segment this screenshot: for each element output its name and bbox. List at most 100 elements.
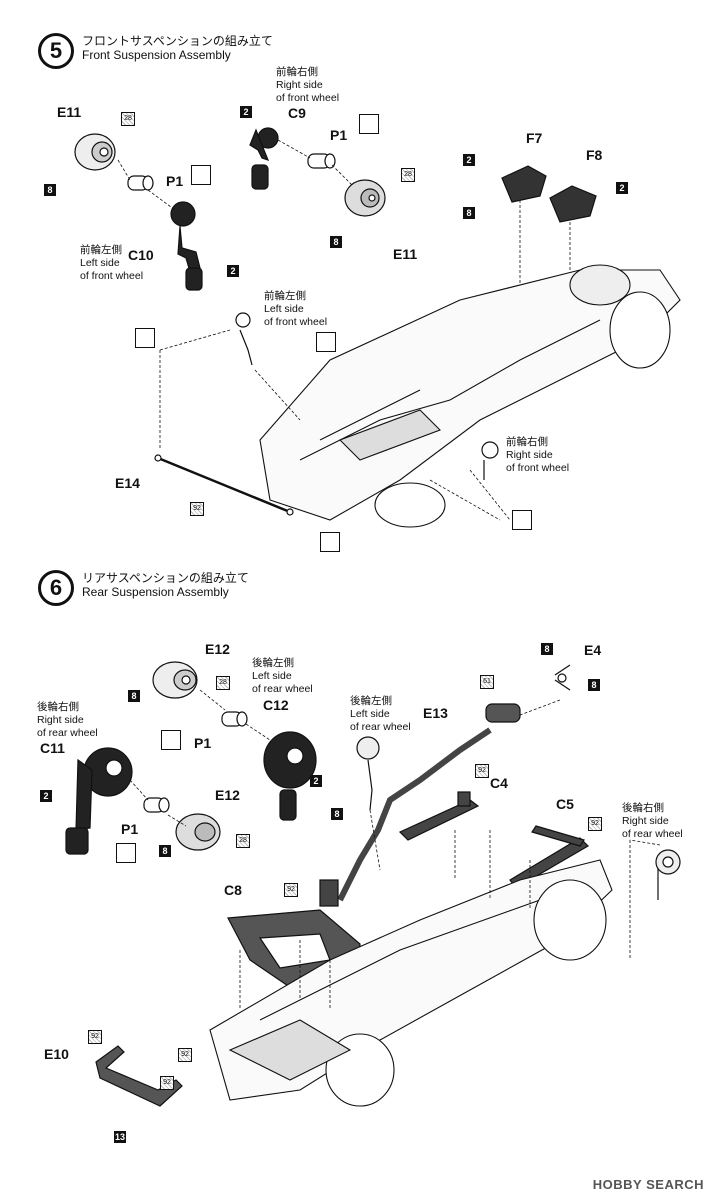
tag-92: 92	[190, 502, 204, 516]
tag-28: 28	[216, 676, 230, 690]
glue-warning-icon	[191, 165, 211, 185]
part-upright-right	[481, 441, 499, 480]
note-en2: of rear wheel	[252, 683, 313, 695]
label-e4: E4	[584, 642, 602, 658]
note-left-rear-chassis: 後輪左側 Left side of rear wheel	[350, 695, 411, 734]
step-5-number: 5	[38, 33, 74, 69]
glue-warning-icon	[135, 328, 155, 348]
note-en1: Left side	[80, 257, 120, 269]
glue-warning-icon	[512, 510, 532, 530]
chassis-front	[259, 264, 681, 528]
note-jp: 前輪右側	[506, 436, 548, 448]
part-upright-left	[235, 312, 253, 366]
glue-warning-icon	[116, 843, 136, 863]
tag-2: 2	[227, 265, 239, 277]
label-c5: C5	[556, 796, 574, 812]
note-en2: of rear wheel	[350, 721, 411, 733]
tag-92: 92	[588, 817, 602, 831]
glue-warning-icon	[316, 332, 336, 352]
note-en1: Right side	[37, 714, 84, 726]
part-e11-left	[74, 133, 116, 171]
glue-warning-icon	[359, 114, 379, 134]
part-upright-rear-left	[356, 736, 380, 811]
note-left-front-chassis: 前輪左側 Left side of front wheel	[264, 290, 327, 329]
tag-2: 2	[240, 106, 252, 118]
note-en2: of rear wheel	[622, 828, 683, 840]
note-jp: 後輪右側	[622, 802, 664, 814]
note-jp: 前輪右側	[276, 66, 318, 78]
note-left-rear-c12: 後輪左側 Left side of rear wheel	[252, 657, 313, 696]
part-e4	[554, 664, 571, 691]
tag-92: 92	[160, 1076, 174, 1090]
step-6-title-jp: リアサスペンションの組み立て	[82, 571, 249, 585]
label-e14: E14	[115, 475, 140, 491]
tag-28: 28	[121, 112, 135, 126]
tag-2: 2	[463, 154, 475, 166]
tag-2: 2	[310, 775, 322, 787]
tag-8: 8	[588, 679, 600, 691]
note-en2: of front wheel	[264, 316, 328, 328]
tag-92: 92	[88, 1030, 102, 1044]
label-p1-left: P1	[166, 173, 184, 189]
part-p1-left	[127, 175, 154, 191]
chassis-rear	[209, 859, 613, 1107]
glue-warning-icon	[320, 532, 340, 552]
part-c11	[65, 747, 133, 855]
note-en1: Left side	[264, 303, 304, 315]
note-en2: of rear wheel	[37, 727, 98, 739]
part-upright-rear-right	[655, 849, 681, 900]
part-p1-rear-b	[143, 797, 170, 813]
note-jp: 後輪左側	[350, 695, 392, 707]
label-c9: C9	[288, 105, 306, 121]
note-en1: Left side	[350, 708, 390, 720]
tag-61: 61	[480, 675, 494, 689]
tag-8: 8	[463, 207, 475, 219]
label-c11: C11	[40, 740, 65, 756]
watermark: HOBBY SEARCH	[592, 1177, 704, 1192]
tag-92: 92	[284, 883, 298, 897]
part-c9	[249, 127, 279, 190]
step-5-title-jp: フロントサスペンションの組み立て	[82, 34, 273, 48]
label-p1-rear-b: P1	[121, 821, 139, 837]
part-e13	[319, 703, 521, 907]
part-c10	[170, 201, 203, 291]
part-e14	[154, 454, 294, 516]
note-right-front-chassis: 前輪右側 Right side of front wheel	[506, 436, 569, 475]
glue-warning-icon	[161, 730, 181, 750]
label-c4: C4	[490, 775, 508, 791]
part-e12-mid	[175, 813, 221, 851]
step-6-number: 6	[38, 570, 74, 606]
tag-8: 8	[159, 845, 171, 857]
label-e11-right: E11	[393, 246, 418, 262]
note-jp: 後輪左側	[252, 657, 294, 669]
label-f7: F7	[526, 130, 543, 146]
tag-28: 28	[401, 168, 415, 182]
note-right-front-c9: 前輪右側 Right side of front wheel	[276, 66, 339, 105]
label-c10: C10	[128, 247, 154, 263]
step-5-title-en: Front Suspension Assembly	[82, 48, 231, 62]
label-e11-left: E11	[57, 104, 82, 120]
part-f7	[501, 165, 547, 203]
tag-28: 28	[236, 834, 250, 848]
note-en2: of front wheel	[80, 270, 144, 282]
note-en2: of front wheel	[506, 462, 570, 474]
note-en1: Left side	[252, 670, 292, 682]
note-left-front-c10: 前輪左側 Left side of front wheel	[80, 244, 143, 283]
part-p1-right	[307, 153, 336, 169]
label-f8: F8	[586, 147, 603, 163]
note-en2: of front wheel	[276, 92, 340, 104]
part-e12-top	[152, 661, 198, 699]
tag-92: 92	[475, 764, 489, 778]
tag-8: 8	[44, 184, 56, 196]
label-e12-top: E12	[205, 641, 230, 657]
label-e12-mid: E12	[215, 787, 240, 803]
label-e10: E10	[44, 1046, 69, 1062]
note-en1: Right side	[506, 449, 553, 461]
tag-8: 8	[541, 643, 553, 655]
note-en1: Right side	[276, 79, 323, 91]
note-jp: 前輪左側	[80, 244, 122, 256]
label-c8: C8	[224, 882, 242, 898]
tag-2: 2	[616, 182, 628, 194]
